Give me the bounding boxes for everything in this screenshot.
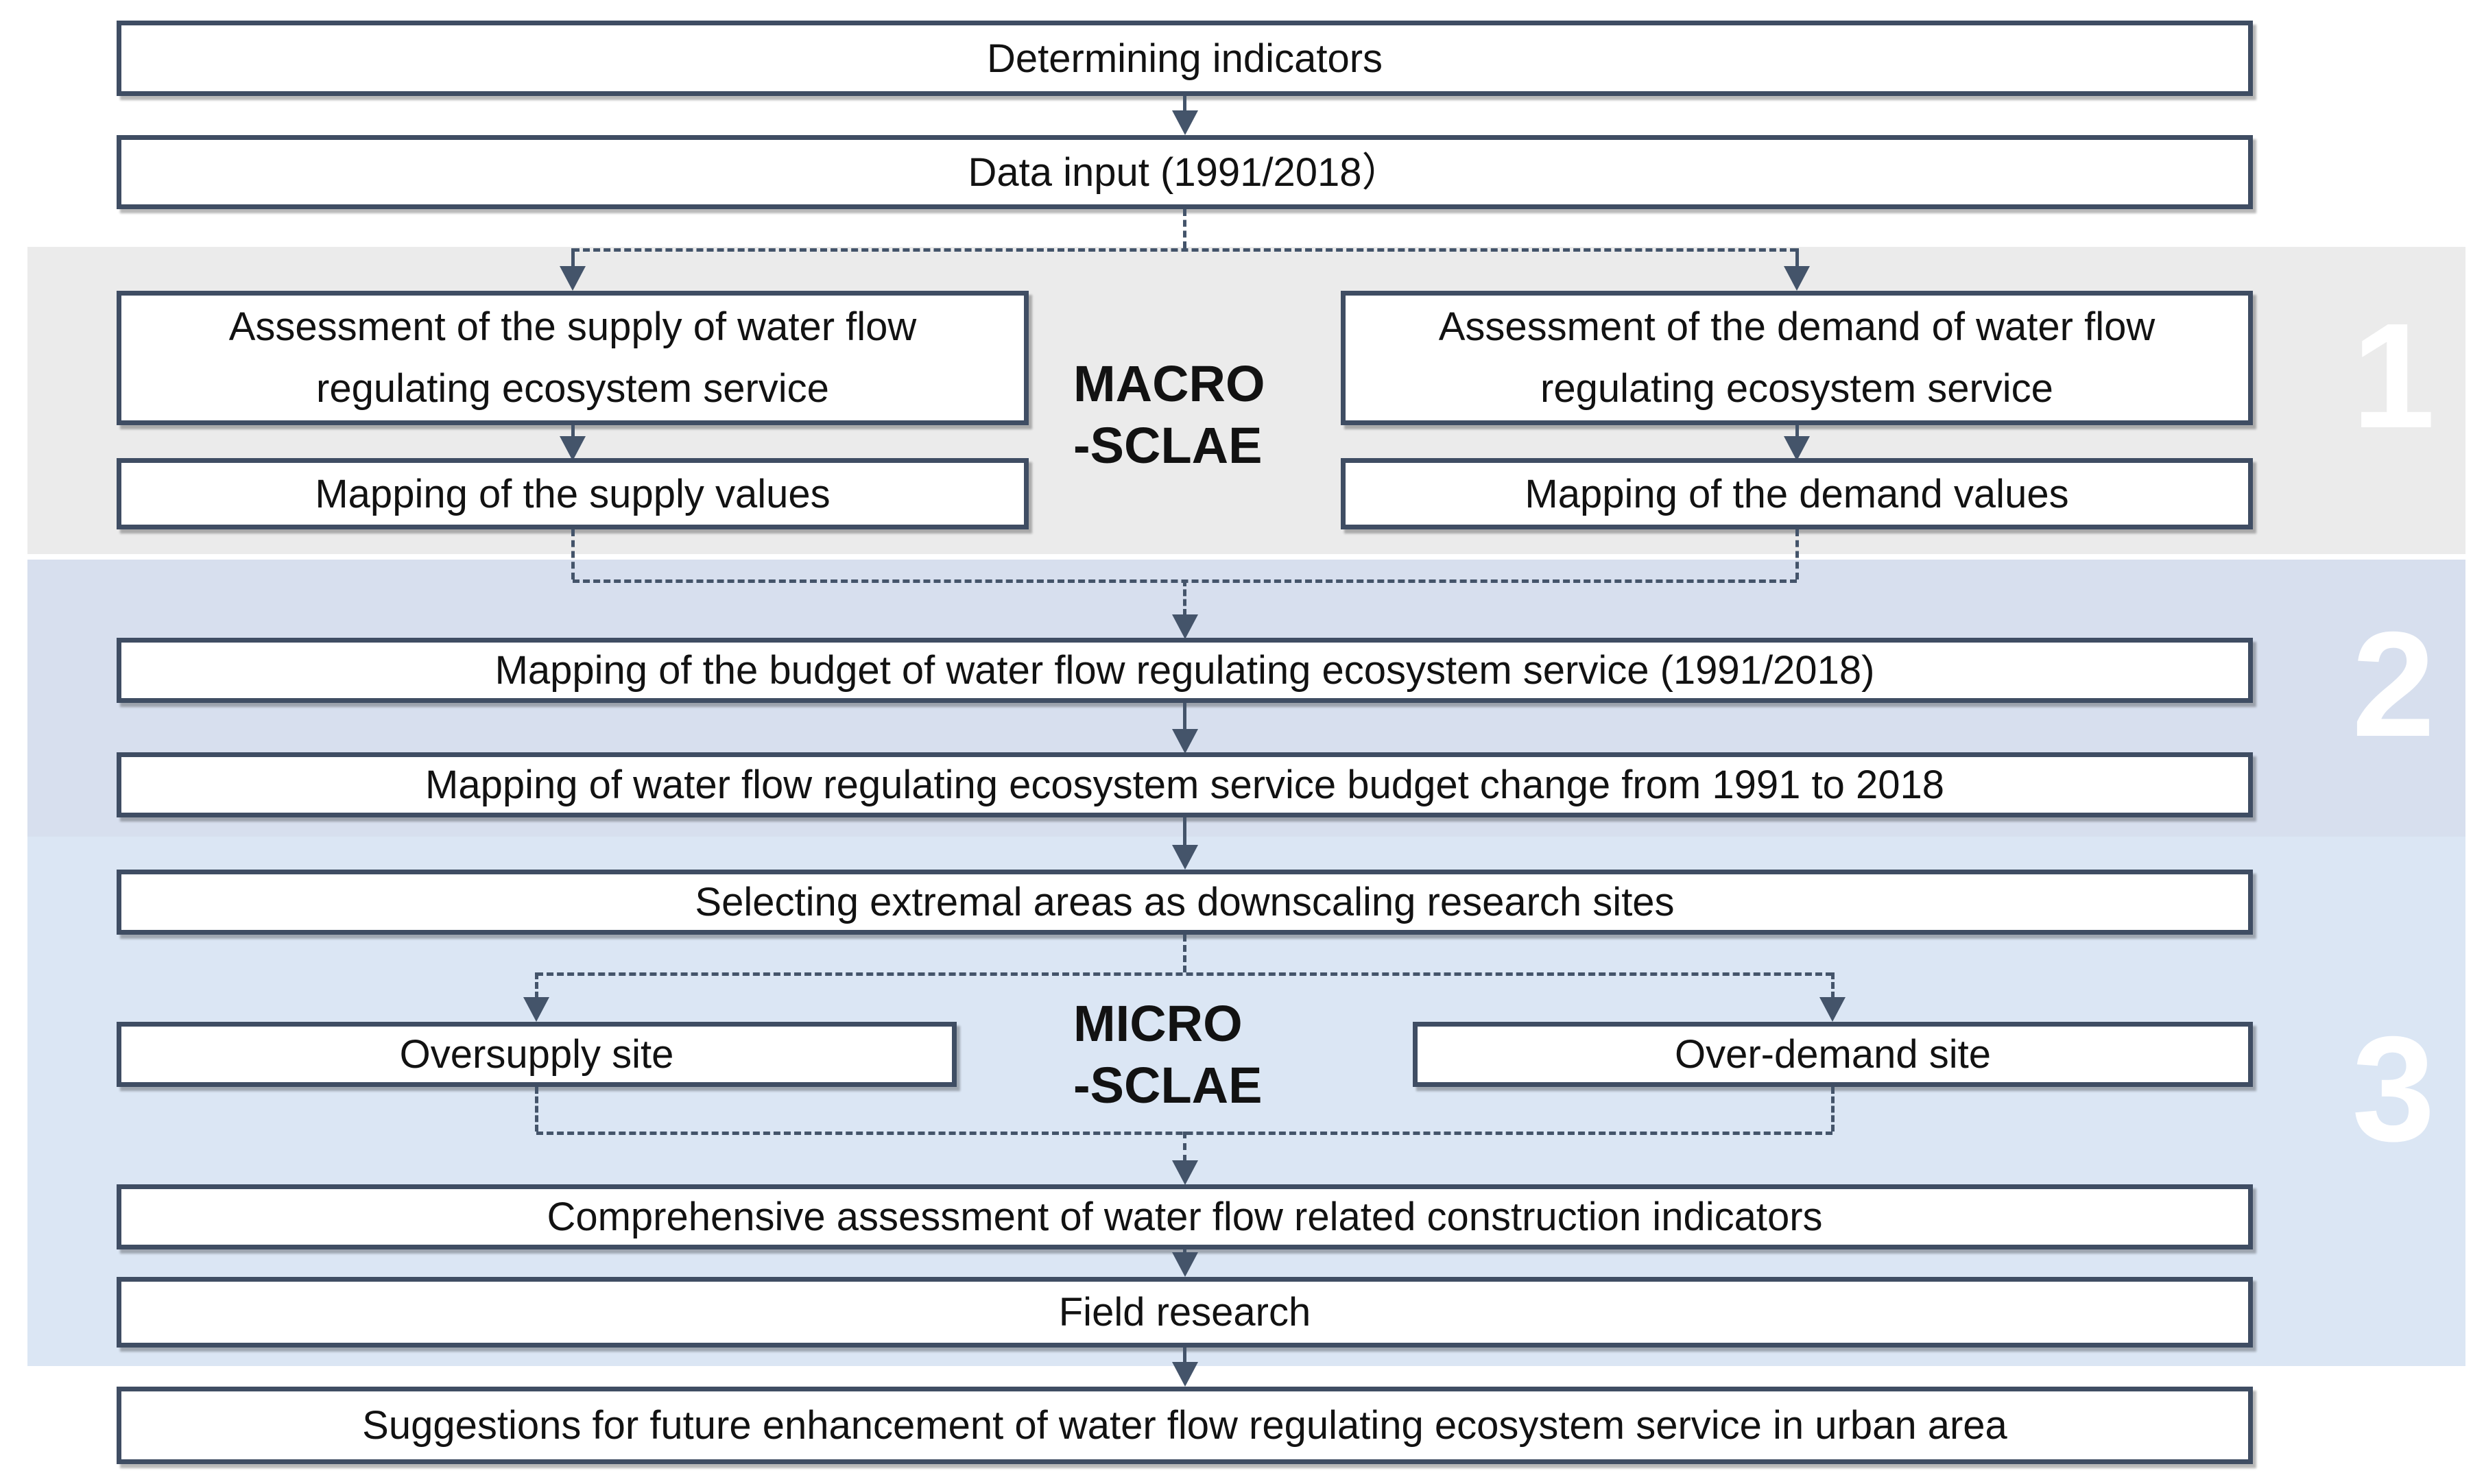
node-field-research: Field research bbox=[117, 1277, 2253, 1348]
band-number-3: 3 bbox=[2352, 1006, 2435, 1173]
arrowhead bbox=[560, 266, 586, 291]
node-budget-mapping: Mapping of the budget of water flow regu… bbox=[117, 638, 2253, 703]
node-comprehensive-assessment: Comprehensive assessment of water flow r… bbox=[117, 1184, 2253, 1249]
macro-scale-label: MACRO -SCLAE bbox=[1073, 355, 1265, 475]
arrow-line bbox=[571, 248, 575, 269]
node-supply-assessment: Assessment of the supply of water flow r… bbox=[117, 291, 1029, 425]
arrowhead bbox=[1172, 845, 1198, 870]
dashed-connector bbox=[1183, 1132, 1186, 1162]
arrow-line bbox=[1183, 817, 1186, 846]
dashed-connector bbox=[1795, 529, 1799, 579]
node-demand-assessment: Assessment of the demand of water flow r… bbox=[1341, 291, 2253, 425]
node-selecting-sites: Selecting extremal areas as downscaling … bbox=[117, 870, 2253, 935]
arrow-line bbox=[1183, 703, 1186, 732]
arrow-line bbox=[1183, 1348, 1186, 1365]
arrowhead bbox=[1172, 1160, 1198, 1185]
arrow-line bbox=[1795, 425, 1799, 439]
node-supply-mapping: Mapping of the supply values bbox=[117, 458, 1029, 529]
dashed-connector bbox=[1183, 209, 1186, 248]
node-demand-mapping: Mapping of the demand values bbox=[1341, 458, 2253, 529]
node-oversupply-site: Oversupply site bbox=[117, 1022, 957, 1087]
arrow-line bbox=[1183, 96, 1186, 115]
dashed-connector bbox=[1183, 935, 1186, 972]
arrowhead bbox=[560, 436, 586, 461]
arrowhead bbox=[523, 997, 549, 1022]
node-data-input: Data input (1991/2018） bbox=[117, 135, 2253, 209]
micro-scale-label: MICRO -SCLAE bbox=[1073, 995, 1263, 1114]
node-suggestions: Suggestions for future enhancement of wa… bbox=[117, 1387, 2253, 1464]
arrow-line bbox=[571, 425, 575, 439]
arrowhead bbox=[1784, 266, 1810, 291]
dashed-connector bbox=[535, 972, 538, 998]
arrowhead bbox=[1172, 614, 1198, 639]
node-budget-change: Mapping of water flow regulating ecosyst… bbox=[117, 752, 2253, 817]
dashed-connector bbox=[573, 248, 1797, 252]
arrowhead bbox=[1172, 1362, 1198, 1387]
dashed-connector bbox=[535, 1087, 538, 1132]
arrowhead bbox=[1819, 997, 1846, 1022]
band-number-1: 1 bbox=[2352, 293, 2435, 459]
band-number-2: 2 bbox=[2352, 601, 2435, 768]
node-determining-indicators: Determining indicators bbox=[117, 21, 2253, 96]
dashed-connector bbox=[1831, 1087, 1835, 1132]
arrowhead bbox=[1172, 1252, 1198, 1277]
dashed-connector bbox=[1183, 579, 1186, 616]
dashed-connector bbox=[1831, 972, 1835, 998]
node-overdemand-site: Over-demand site bbox=[1413, 1022, 2253, 1087]
arrowhead bbox=[1172, 729, 1198, 754]
arrowhead bbox=[1172, 110, 1198, 135]
arrowhead bbox=[1784, 436, 1810, 461]
dashed-connector bbox=[571, 529, 575, 579]
dashed-connector bbox=[536, 972, 1832, 976]
arrow-line bbox=[1795, 248, 1799, 269]
